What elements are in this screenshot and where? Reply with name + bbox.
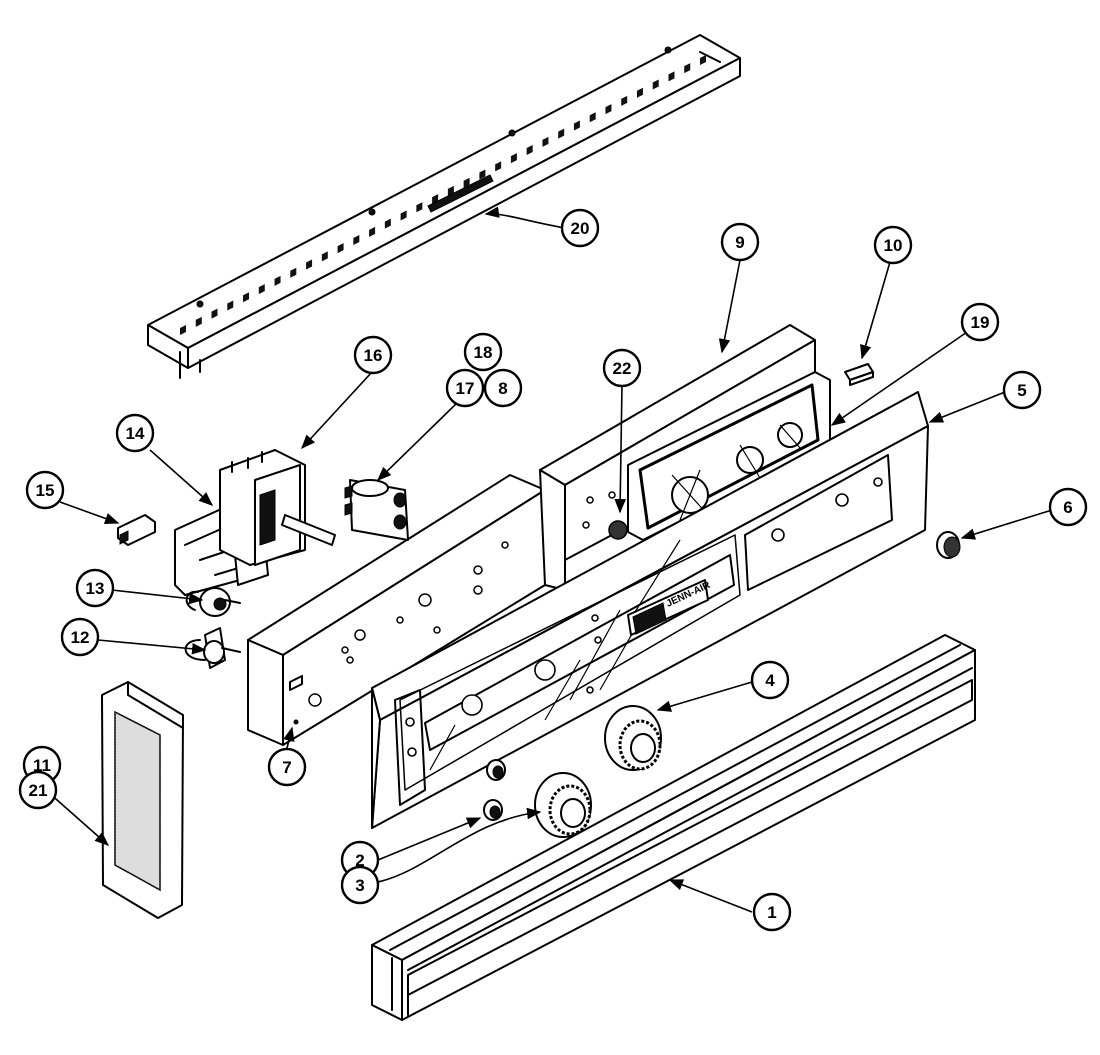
vent-slot xyxy=(180,325,186,335)
callout-9: 9 xyxy=(720,222,760,262)
part-11-21-filter xyxy=(101,681,184,919)
callout-16: 16 xyxy=(353,335,393,375)
part-2-grommet xyxy=(483,759,506,821)
vent-slot xyxy=(400,210,407,221)
vent-slot xyxy=(558,128,565,139)
callout-4: 4 xyxy=(750,660,790,700)
vent-slot xyxy=(258,284,265,295)
vent-slot xyxy=(621,95,628,106)
vent-slot xyxy=(495,161,502,172)
callout-17: 17 xyxy=(445,368,485,408)
vent-slot xyxy=(684,63,691,74)
callout-22: 22 xyxy=(602,348,642,388)
svg-text:2: 2 xyxy=(355,851,364,870)
svg-text:21: 21 xyxy=(29,781,48,800)
svg-text:5: 5 xyxy=(1017,381,1026,400)
svg-text:3: 3 xyxy=(355,876,364,895)
vent-slot xyxy=(510,153,517,164)
callout-21: 21 xyxy=(18,770,58,810)
vent-slot xyxy=(652,79,659,90)
vent-slot xyxy=(605,104,612,115)
part-4-knob xyxy=(604,705,662,771)
vent-slot xyxy=(195,316,202,327)
vent-slot xyxy=(463,177,470,188)
vent-slot xyxy=(479,169,486,180)
vent-slot xyxy=(636,87,643,98)
callout-5: 5 xyxy=(1002,370,1042,410)
callout-6: 6 xyxy=(1048,487,1088,527)
callout-8: 8 xyxy=(483,368,523,408)
svg-text:13: 13 xyxy=(86,579,105,598)
callout-12: 12 xyxy=(60,617,100,657)
part-17-capacitor xyxy=(344,479,409,541)
vent-slot xyxy=(274,275,281,286)
svg-text:9: 9 xyxy=(735,233,744,252)
callout-20: 20 xyxy=(560,208,600,248)
vent-slot xyxy=(416,202,423,213)
part-12-component xyxy=(184,627,241,669)
part-5-front-panel: JENN-AIR xyxy=(371,391,929,829)
part-3-knob xyxy=(534,772,592,838)
callout-19: 19 xyxy=(960,302,1000,342)
vent-slot xyxy=(306,259,313,270)
callout-13: 13 xyxy=(75,568,115,608)
vent-slot xyxy=(668,71,675,82)
svg-text:17: 17 xyxy=(456,379,475,398)
callout-1: 1 xyxy=(752,892,792,932)
part-20-vent-strip xyxy=(147,34,741,379)
leader-lines xyxy=(47,206,1053,913)
vent-slot xyxy=(290,267,297,278)
svg-text:6: 6 xyxy=(1063,498,1072,517)
vent-slot xyxy=(321,251,328,262)
callout-15: 15 xyxy=(25,470,65,510)
vent-slot xyxy=(542,136,549,147)
vent-slot xyxy=(353,235,360,245)
vent-slot xyxy=(526,145,533,155)
svg-text:8: 8 xyxy=(498,379,507,398)
svg-text:10: 10 xyxy=(884,236,903,255)
part-1-bottom-trim xyxy=(371,634,976,1021)
vent-slot xyxy=(337,243,344,254)
svg-text:15: 15 xyxy=(36,481,55,500)
part-6-small-knob xyxy=(936,531,961,559)
svg-text:16: 16 xyxy=(364,346,383,365)
svg-text:1: 1 xyxy=(767,903,776,922)
vent-slot xyxy=(227,300,234,311)
svg-text:14: 14 xyxy=(126,424,145,443)
svg-text:7: 7 xyxy=(282,758,291,777)
callout-10: 10 xyxy=(873,225,913,265)
callout-14: 14 xyxy=(115,413,155,453)
svg-text:20: 20 xyxy=(571,219,590,238)
callout-7: 7 xyxy=(267,747,307,787)
vent-slot xyxy=(211,308,218,319)
svg-text:11: 11 xyxy=(33,756,51,775)
part-13-component xyxy=(185,587,241,617)
svg-text:22: 22 xyxy=(613,359,632,378)
svg-text:12: 12 xyxy=(71,628,90,647)
callout-18: 18 xyxy=(463,332,503,372)
vent-slot xyxy=(243,292,250,303)
svg-text:19: 19 xyxy=(971,313,990,332)
vent-slot xyxy=(369,226,376,237)
svg-text:4: 4 xyxy=(765,671,775,690)
part-16-switch xyxy=(219,449,336,566)
vent-slot xyxy=(384,218,391,229)
svg-text:18: 18 xyxy=(474,343,493,362)
vent-slot xyxy=(589,112,596,123)
callout-3: 3 xyxy=(340,865,380,905)
vent-slot xyxy=(573,120,580,131)
callouts: 1 2 3 4 5 6 7 8 9 10 11 12 13 14 15 16 1… xyxy=(18,208,1088,932)
vent-slot xyxy=(700,55,706,65)
